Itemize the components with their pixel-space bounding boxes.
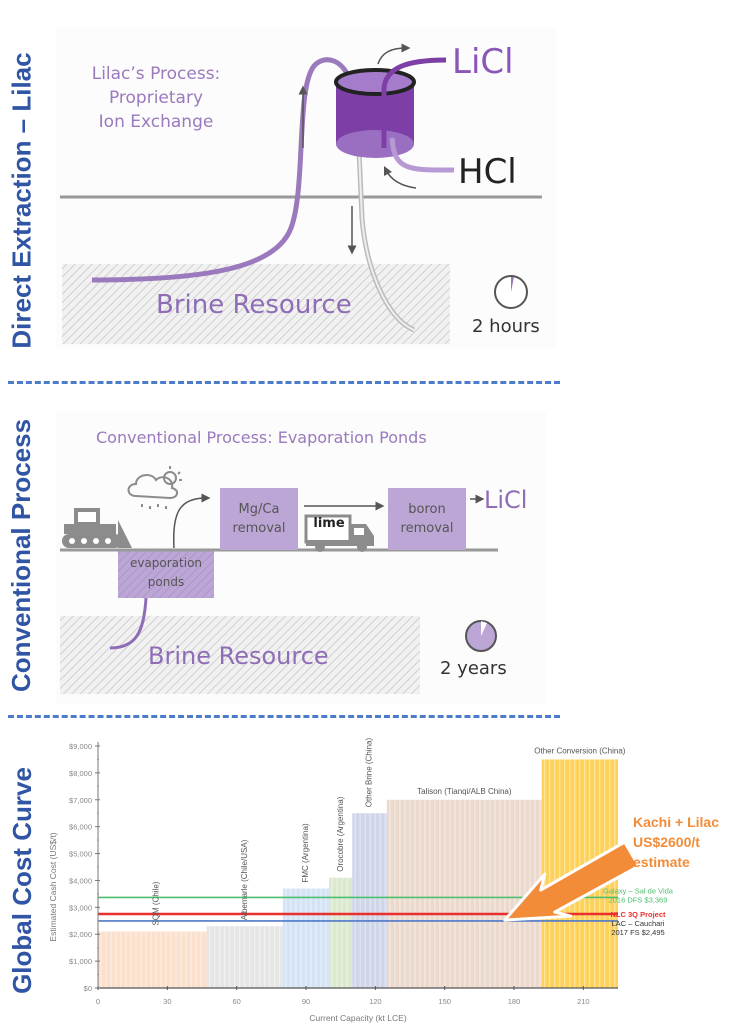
cost-bar — [98, 931, 207, 988]
side-label-conventional: Conventional Process — [0, 400, 44, 710]
evaporation-ponds-label: evaporation ponds — [118, 554, 214, 592]
callout-arrow-icon — [503, 840, 641, 922]
label-line: evaporation — [129, 556, 203, 570]
y-axis-title: Estimated Cash Cost (US$/t) — [48, 832, 58, 941]
boron-removal-label: boron removal — [388, 500, 466, 538]
bar-label: Orocobre (Argentina) — [336, 796, 345, 871]
side-label-direct-extraction: Direct Extraction – Lilac — [0, 30, 44, 370]
x-tick-label: 120 — [369, 997, 382, 1006]
callout-text: Kachi + Lilac US$2600/t estimate — [633, 812, 719, 872]
cost-bar — [282, 888, 330, 988]
x-tick-label: 90 — [302, 997, 310, 1006]
bar-label: Albemarle (Chile/USA) — [240, 839, 249, 920]
x-axis-title: Current Capacity (kt LCE) — [309, 1013, 406, 1023]
reference-line-label: 2017 FS $2,495 — [611, 928, 664, 937]
y-tick-label: $4,000 — [69, 876, 92, 885]
mg-ca-removal-box — [220, 488, 298, 550]
x-tick-label: 210 — [577, 997, 590, 1006]
brine-resource-label: Brine Resource — [148, 642, 329, 670]
ion-exchange-column-icon — [334, 68, 416, 158]
time-label: 2 years — [440, 658, 507, 679]
y-tick-label: $8,000 — [69, 769, 92, 778]
intake-pipe — [91, 57, 355, 283]
lime-truck-icon — [304, 514, 374, 552]
lime-label: lime — [313, 516, 345, 531]
y-tick-label: $9,000 — [69, 742, 92, 751]
hcl-label: HCl — [458, 152, 517, 192]
cloud-rain-sun-icon — [127, 466, 182, 509]
bar-label: Other Brine (China) — [365, 738, 374, 808]
cost-bar — [386, 799, 542, 988]
cost-bar — [329, 877, 353, 988]
licl-label: LiCl — [452, 42, 514, 82]
side-label-cost-curve: Global Cost Curve — [0, 730, 44, 1030]
title-line: Lilac’s Process: — [91, 64, 221, 84]
arrow-curve-icon — [377, 43, 411, 65]
reference-line-label: 2016 DFS $3,369 — [609, 895, 668, 904]
label-line: Mg/Ca — [238, 502, 280, 517]
y-tick-label: $2,000 — [69, 930, 92, 939]
bar-label: Other Conversion (China) — [534, 746, 625, 755]
section-divider — [8, 715, 560, 718]
y-tick-label: $1,000 — [69, 957, 92, 966]
y-tick-label: $6,000 — [69, 823, 92, 832]
conventional-title: Conventional Process: Evaporation Ponds — [96, 428, 427, 447]
time-label: 2 hours — [472, 316, 540, 337]
arrow-curve-icon — [172, 493, 211, 549]
callout-arrow-shape — [503, 840, 641, 922]
bar-label: Talison (Tianqi/ALB China) — [417, 787, 512, 796]
y-tick-label: $5,000 — [69, 850, 92, 859]
y-tick-label: $0 — [84, 984, 92, 993]
title-line: Ion Exchange — [98, 112, 214, 132]
reference-line-label: NLC 3Q Project — [610, 910, 666, 919]
direct-extraction-diagram — [60, 43, 542, 344]
x-tick-label: 180 — [508, 997, 521, 1006]
brine-resource-area — [60, 616, 420, 694]
lilac-process-title: Lilac’s Process: Proprietary Ion Exchang… — [66, 62, 246, 134]
bar-label: FMC (Argentina) — [301, 823, 310, 882]
side-label-text: Direct Extraction – Lilac — [6, 51, 37, 349]
reference-line-label: Galaxy – Sal de Vida — [603, 886, 674, 895]
title-line: Proprietary — [108, 88, 204, 108]
side-label-text: Global Cost Curve — [6, 766, 37, 994]
conventional-diagram — [60, 466, 498, 694]
x-tick-label: 30 — [163, 997, 171, 1006]
y-tick-label: $3,000 — [69, 903, 92, 912]
direct-extraction-panel: Lilac’s Process: Proprietary Ion Exchang… — [56, 28, 556, 348]
licl-output-pipe — [381, 57, 447, 148]
cost-bar — [352, 813, 387, 988]
y-tick-label: $7,000 — [69, 796, 92, 805]
cost-curve-chart: $0 $1,000 $2,000 $3,000 $4,000 $5,000 $6,000 $7… — [44, 730, 744, 1031]
x-tick-label: 150 — [438, 997, 451, 1006]
x-tick-label: 60 — [232, 997, 240, 1006]
conventional-panel: Conventional Process: Evaporation Ponds … — [56, 412, 546, 704]
mg-ca-removal-label: Mg/Ca removal — [220, 500, 298, 538]
licl-label: LiCl — [484, 486, 528, 514]
clock-icon — [465, 620, 497, 652]
hcl-input-pipe — [389, 137, 454, 173]
callout-line: Kachi + Lilac — [633, 814, 719, 830]
label-line: ponds — [147, 575, 185, 589]
section-divider — [8, 381, 560, 384]
label-line: boron — [408, 502, 446, 517]
bulldozer-icon — [62, 508, 132, 548]
pond-intake-pipe — [109, 597, 148, 650]
x-tick-label: 0 — [96, 997, 100, 1006]
clock-icon — [494, 275, 528, 309]
brine-resource-label: Brine Resource — [156, 290, 352, 320]
reference-line-label: LAC – Cauchari — [612, 919, 665, 928]
label-line: removal — [232, 521, 286, 536]
bar-label: SQM (Chile) — [151, 881, 160, 925]
side-label-text: Conventional Process — [6, 418, 37, 692]
callout-line: estimate — [633, 854, 690, 870]
evaporation-ponds-box — [118, 550, 214, 598]
label-line: removal — [400, 521, 454, 536]
cost-curve-svg: $0 $1,000 $2,000 $3,000 $4,000 $5,000 $6,000 $7… — [48, 738, 674, 1023]
arrow-curve-icon — [383, 165, 417, 189]
boron-removal-box — [388, 488, 466, 550]
callout-line: US$2600/t — [633, 834, 700, 850]
cost-bar — [206, 926, 283, 988]
